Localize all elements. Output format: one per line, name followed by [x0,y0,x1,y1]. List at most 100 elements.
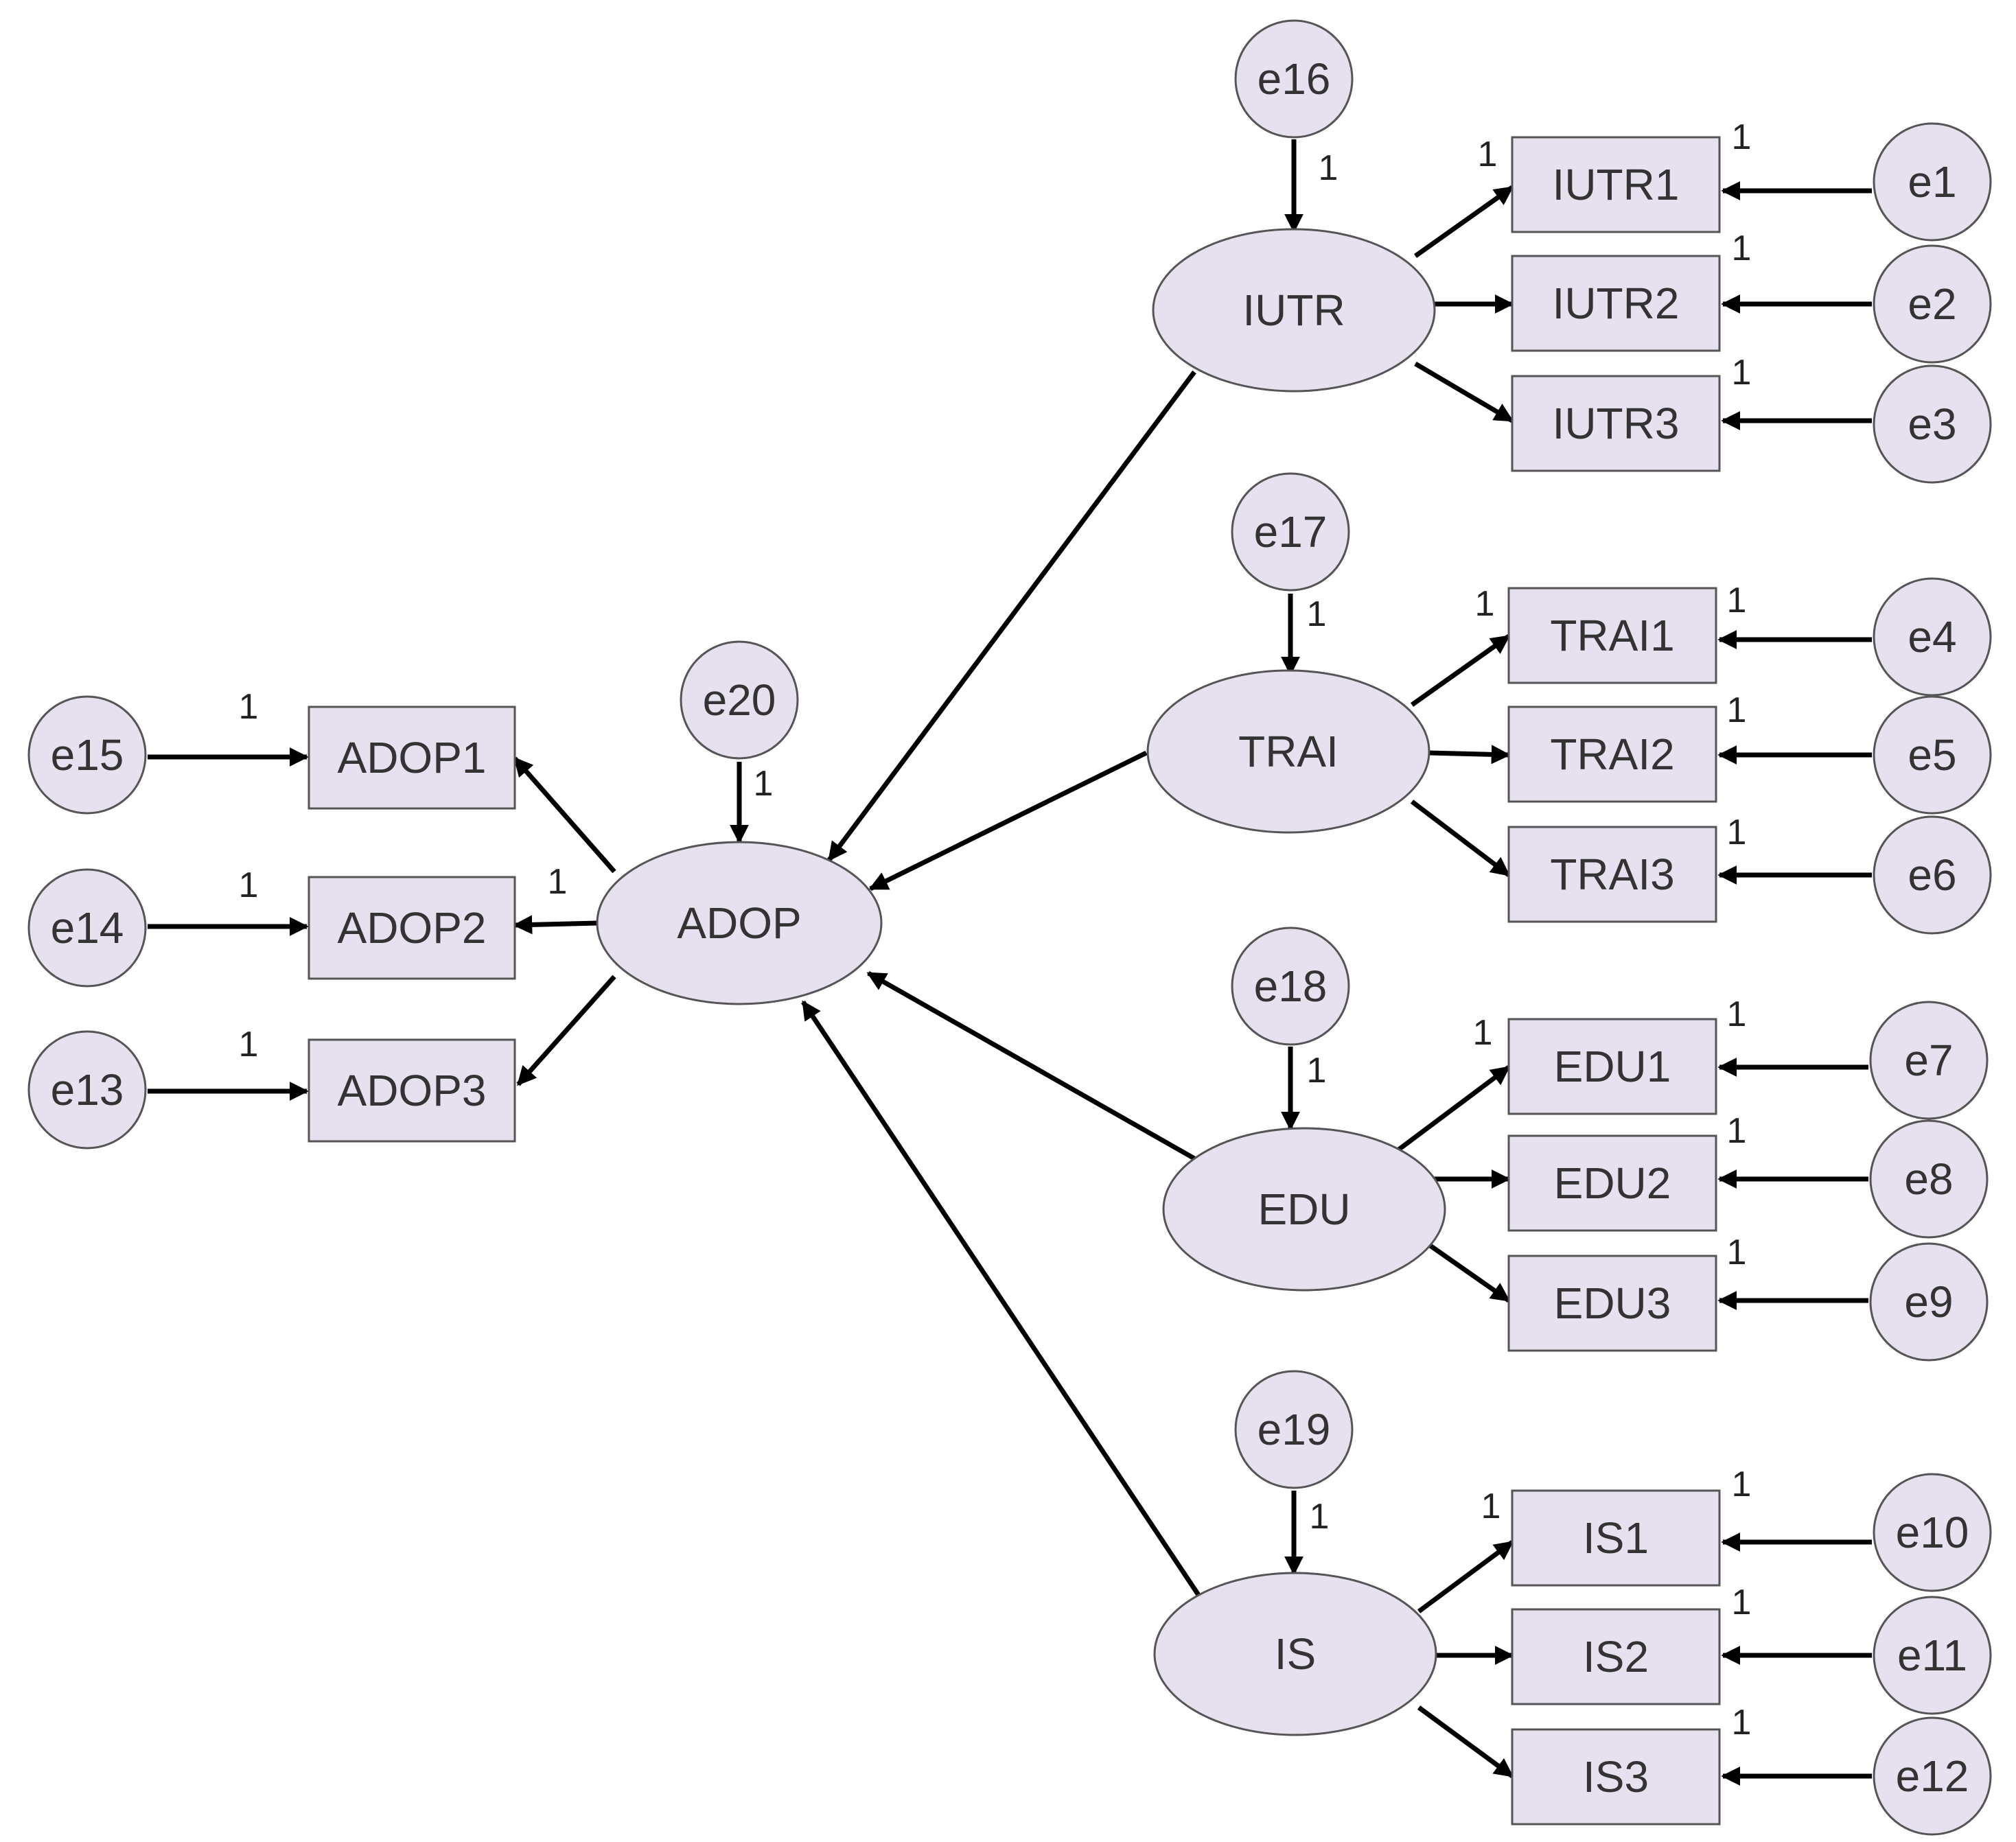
weight-label: 1 [1727,994,1747,1034]
indicator-TRAI1: TRAI1 [1507,587,1717,684]
node-label: IUTR1 [1553,160,1680,209]
node-label: e4 [1908,612,1956,662]
error-e7: e7 [1869,1001,1989,1120]
latent-EDU: EDU [1162,1127,1446,1292]
error-e1: e1 [1873,122,1992,242]
node-label: TRAI1 [1550,611,1674,660]
node-label: IUTR2 [1553,279,1680,328]
weight-label: 1 [1727,1111,1747,1151]
node-label: e1 [1908,157,1956,207]
edge-TRAI-TRAI1 [1410,634,1511,707]
edge-IS-ADOP [801,1000,1202,1598]
indicator-EDU2: EDU2 [1507,1134,1717,1232]
weight-label: 1 [1481,1487,1501,1526]
error-e11: e11 [1873,1596,1992,1715]
node-label: IS2 [1583,1632,1649,1681]
weight-label: 1 [1307,1051,1327,1091]
node-label: e7 [1904,1036,1953,1085]
error-e6: e6 [1873,815,1992,935]
node-label: e10 [1896,1508,1969,1557]
weight-label: 1 [1319,148,1339,188]
error-e16: e16 [1234,19,1354,139]
latent-IS: IS [1153,1572,1437,1736]
edges [148,139,1872,1786]
weight-label: 1 [548,862,568,902]
edge-TRAI-TRAI2 [1428,745,1511,765]
node-label: e16 [1258,54,1331,104]
weight-label: 1 [1475,584,1495,624]
error-e13: e13 [27,1030,147,1150]
node-label: ADOP1 [338,733,487,782]
node-label: e20 [703,675,776,725]
node-label: EDU1 [1554,1042,1671,1091]
edge-ADOP-ADOP2 [513,915,598,935]
node-label: EDU [1258,1185,1350,1234]
node-label: e15 [51,730,124,780]
edge-IS-IS1 [1417,1540,1514,1613]
error-e2: e2 [1873,244,1992,364]
node-label: EDU3 [1554,1279,1671,1328]
edge-IUTR-ADOP [827,370,1196,862]
node-label: e2 [1908,279,1956,329]
node-label: ADOP3 [338,1066,487,1115]
node-label: e13 [51,1065,124,1115]
node-label: ADOP2 [338,903,487,953]
weight-label: 1 [1307,594,1327,634]
node-label: TRAI [1238,727,1339,776]
indicator-IS1: IS1 [1511,1489,1721,1587]
indicator-TRAI2: TRAI2 [1507,706,1717,803]
node-label: TRAI2 [1550,730,1674,779]
weight-label: 1 [239,687,259,727]
weight-label: 1 [1310,1497,1330,1537]
weight-label: 1 [1727,581,1747,620]
weight-label: 1 [1732,117,1752,157]
indicator-IUTR3: IUTR3 [1511,375,1721,472]
indicator-IS2: IS2 [1511,1608,1721,1705]
error-e15: e15 [27,695,147,815]
latent-IUTR: IUTR [1152,228,1436,393]
error-e8: e8 [1869,1119,1989,1239]
node-label: IS [1275,1629,1316,1679]
edge-EDU-EDU1 [1395,1065,1511,1153]
error-e10: e10 [1873,1473,1992,1592]
error-e9: e9 [1869,1242,1989,1362]
indicator-ADOP3: ADOP3 [308,1038,516,1143]
weight-label: 1 [1732,1583,1752,1622]
edge-ADOP-ADOP3 [516,975,616,1086]
node-label: e9 [1904,1277,1953,1327]
weight-label: 1 [1727,813,1747,852]
indicator-IS3: IS3 [1511,1728,1721,1826]
weight-label: 1 [1732,353,1752,393]
error-e18: e18 [1231,926,1350,1046]
node-label: e17 [1254,507,1328,557]
edge-TRAI-TRAI3 [1410,800,1511,877]
node-label: IS3 [1583,1752,1649,1802]
node-label: IS1 [1583,1513,1649,1563]
error-e19: e19 [1234,1370,1354,1489]
node-label: TRAI3 [1550,850,1674,899]
node-label: EDU2 [1554,1158,1671,1208]
error-e12: e12 [1873,1716,1992,1836]
edge-IUTR-IUTR1 [1413,185,1514,258]
node-label: IUTR3 [1553,399,1680,448]
weight-label: 1 [239,1025,259,1064]
weight-label: 1 [1473,1013,1493,1053]
latent-factors: IUTR TRAI EDU IS ADOP [596,228,1446,1736]
indicator-ADOP1: ADOP1 [308,706,516,810]
node-label: e8 [1904,1154,1953,1204]
latent-TRAI: TRAI [1146,669,1430,834]
node-label: IUTR [1242,285,1345,335]
error-e20: e20 [680,640,799,760]
node-label: e11 [1897,1631,1967,1680]
node-label: ADOP [677,898,801,948]
weight-label: 1 [754,764,774,804]
node-label: e12 [1896,1751,1969,1801]
node-label: e19 [1258,1405,1331,1454]
weight-label: 1 [1732,1465,1752,1504]
error-e4: e4 [1873,577,1992,697]
error-terms: e1 e2 e3 e4 e5 e6 e7 e8 [27,19,1992,1836]
weight-labels: 1 1 1 1 1 1 1 1 1 1 1 1 1 1 1 1 1 1 1 1 … [239,117,1752,1742]
weight-label: 1 [1732,229,1752,268]
error-e5: e5 [1873,695,1992,815]
edge-IUTR-IUTR3 [1414,361,1514,423]
